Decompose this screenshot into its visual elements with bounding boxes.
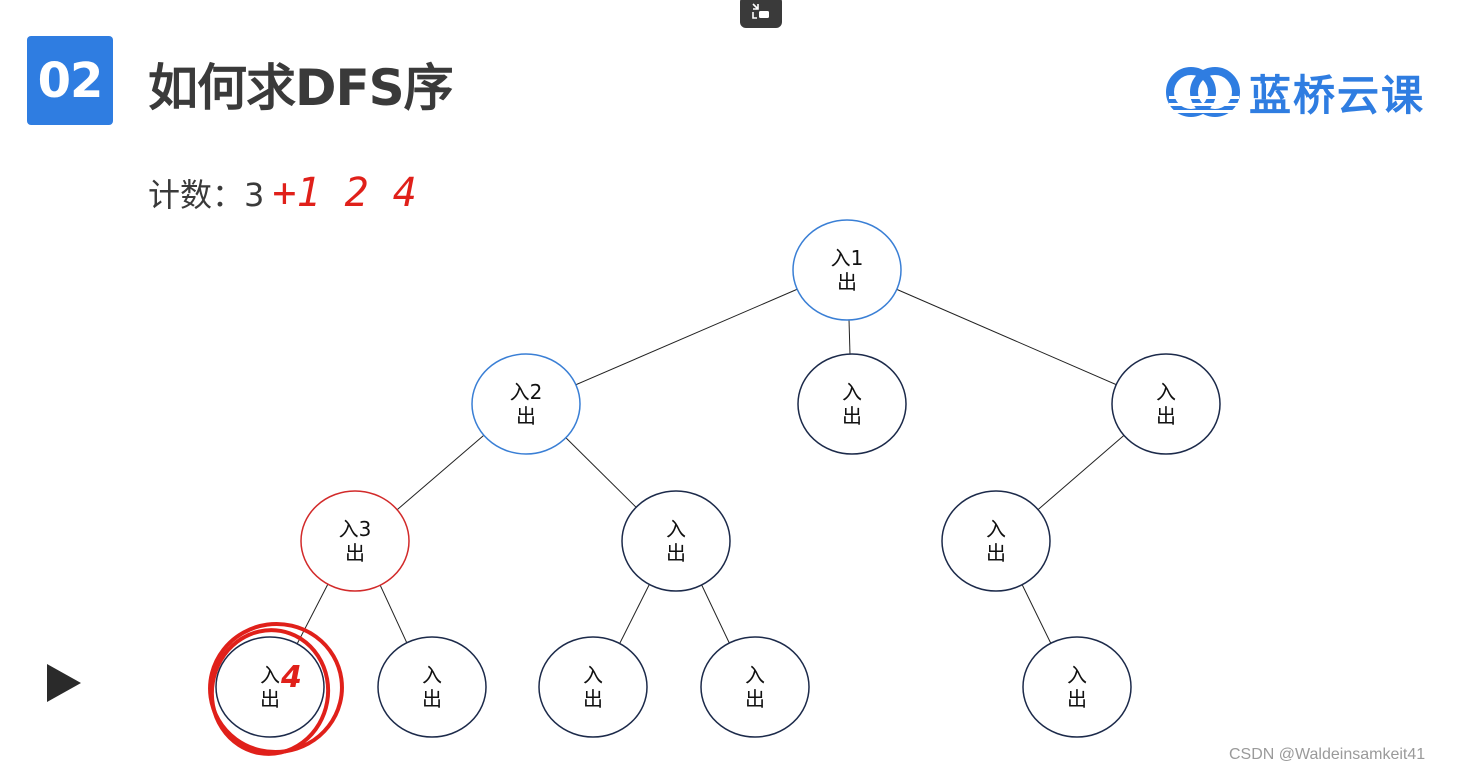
- tree-edge: [1037, 434, 1125, 511]
- tree-node-n7: 入出: [986, 517, 1006, 565]
- exit-fullscreen-icon: [752, 3, 769, 19]
- tree-node-circle: [471, 353, 581, 455]
- node-in-label: 入3: [338, 517, 372, 541]
- node-in-label: 入: [1156, 380, 1176, 404]
- node-out-label: 出: [583, 687, 603, 711]
- tree-node-circle: [538, 636, 648, 738]
- node-in-label: 入: [745, 663, 765, 687]
- node-out-label: 出: [836, 270, 857, 294]
- counter-label: 计数：3: [148, 176, 265, 214]
- tree-node-n3: 入出: [842, 380, 862, 428]
- node-in-label: 入2: [509, 380, 543, 404]
- exit-fullscreen-button[interactable]: [740, 0, 782, 28]
- tree-node-circle: [797, 353, 907, 455]
- tree-edge: [296, 583, 329, 645]
- tree-edge: [379, 585, 408, 643]
- node-out-label: 出: [260, 687, 280, 711]
- node-in-label: 入: [583, 663, 603, 687]
- tree-node-n6: 入出: [666, 517, 686, 565]
- tree-node-circle: [1111, 353, 1221, 455]
- tree-node-circle: [300, 490, 410, 592]
- node-out-label: 出: [986, 541, 1006, 565]
- play-icon[interactable]: [47, 664, 81, 702]
- red-highlight-circles: [208, 621, 344, 756]
- section-number-badge: 02: [27, 36, 113, 125]
- node-out-label: 出: [1156, 404, 1176, 428]
- tree-edge: [896, 288, 1117, 386]
- node-out-label: 出: [515, 404, 536, 428]
- tree-edge: [848, 319, 851, 355]
- node-out-label: 出: [842, 404, 862, 428]
- tree-node-circle: [215, 636, 325, 738]
- tree-node-n11: 入出: [745, 663, 765, 711]
- tree-node-circle: [621, 490, 731, 592]
- node-in-label: 入: [842, 380, 862, 404]
- tree-node-n9: 入出: [422, 663, 442, 711]
- node-out-label: 出: [422, 687, 442, 711]
- node-annotation-4: 4: [281, 660, 302, 695]
- handwritten-annotation: +1 2 4: [272, 170, 417, 216]
- node-in-label: 入1: [830, 246, 864, 270]
- tree-node-n8: 入出: [260, 663, 280, 711]
- counter-line: 计数：3+1 2 4: [148, 170, 417, 216]
- tree-node-n12: 入出: [1067, 663, 1087, 711]
- node-in-label: 入: [422, 663, 442, 687]
- lanqiao-logo-icon: [1166, 67, 1240, 117]
- tree-edge: [396, 434, 485, 511]
- node-out-label: 出: [666, 541, 686, 565]
- tree-edge: [701, 584, 730, 644]
- tree-node-n4: 入出: [1156, 380, 1176, 428]
- node-in-label: 入: [666, 517, 686, 541]
- node-in-label: 入: [986, 517, 1006, 541]
- tree-node-circle: [792, 219, 902, 321]
- tree-node-n10: 入出: [583, 663, 603, 711]
- tree-edge: [619, 584, 650, 644]
- brand-logo: 蓝桥云课: [1165, 64, 1425, 120]
- logo-text: 蓝桥云课: [1249, 70, 1426, 120]
- tree-node-circle: [377, 636, 487, 738]
- node-in-label: 入: [1067, 663, 1087, 687]
- tree-edge: [575, 288, 798, 386]
- watermark: CSDN @Waldeinsamkeit41: [1229, 746, 1426, 763]
- tree-node-circle: [1022, 636, 1132, 738]
- tree-node-circle: [700, 636, 810, 738]
- tree-edge: [1021, 584, 1052, 644]
- node-out-label: 出: [344, 541, 365, 565]
- node-out-label: 出: [745, 687, 765, 711]
- tree-node-circle: [941, 490, 1051, 592]
- node-in-label: 入: [260, 663, 280, 687]
- node-out-label: 出: [1067, 687, 1087, 711]
- page-title: 如何求DFS序: [148, 59, 454, 117]
- tree-edge: [565, 437, 637, 508]
